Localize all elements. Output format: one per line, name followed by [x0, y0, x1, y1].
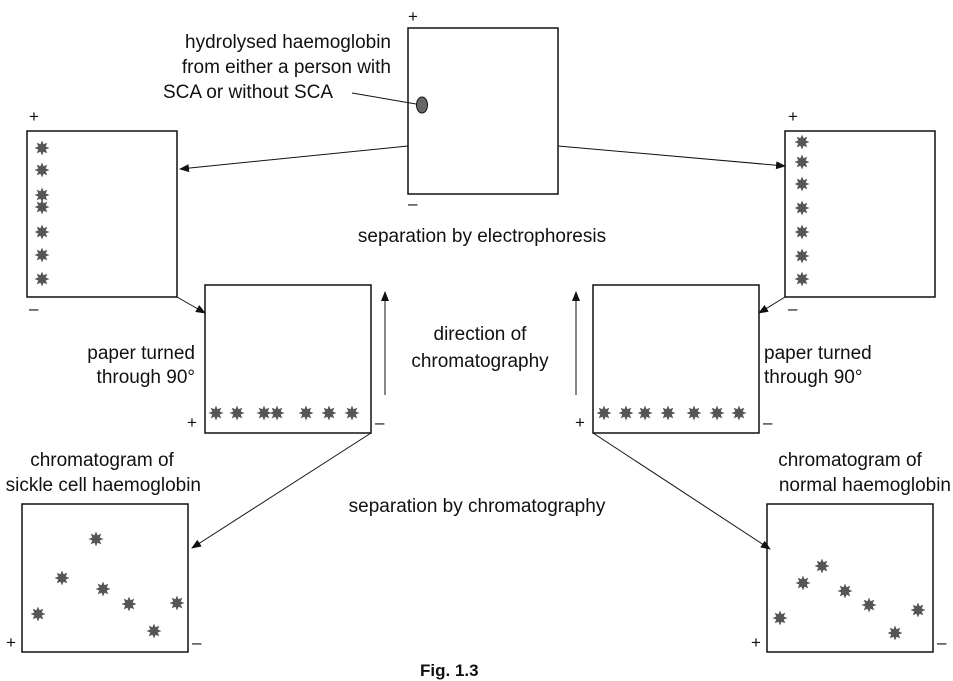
left-turned-spot-1 — [208, 405, 224, 421]
normal-spot-5 — [861, 597, 877, 613]
plus-sign-right-turned: + — [575, 413, 585, 432]
arrow-to-left-electrophoresis — [179, 145, 409, 173]
arrow-to-right-turned — [758, 296, 786, 314]
plus-sign-right-electro: + — [788, 107, 798, 126]
sickle-chromatogram — [21, 503, 189, 653]
right-electro-spot-4 — [794, 200, 810, 216]
normal-spot-1 — [772, 610, 788, 626]
left-turned-spot-5 — [298, 405, 314, 421]
sample-label-line3: SCA or without SCA — [163, 82, 334, 103]
arrow-to-left-turned — [176, 296, 206, 314]
direction-label-line2: chromatography — [411, 351, 549, 372]
arrow-to-normal-chromatogram — [592, 432, 771, 550]
left-electro-spot-5 — [34, 224, 50, 240]
left-turned-spot-4 — [269, 405, 285, 421]
sample-label-line2: from either a person with — [181, 57, 391, 78]
arrow-to-right-electrophoresis — [557, 145, 786, 170]
right-turned-paper — [592, 284, 760, 434]
minus-sign-original: – — [408, 194, 418, 213]
right-paper-turned-line2: through 90° — [764, 367, 863, 388]
left-turned-spot-3 — [256, 405, 272, 421]
right-turned-spot-4 — [660, 405, 676, 421]
sickle-spot-5 — [121, 596, 137, 612]
plus-sign-original: + — [408, 7, 418, 26]
right-electro-spot-5 — [794, 224, 810, 240]
sample-pointer-line — [351, 92, 417, 105]
chromatography-label: separation by chromatography — [348, 496, 606, 517]
sickle-spot-4 — [95, 581, 111, 597]
right-electro-spot-7 — [794, 271, 810, 287]
right-electrophoresis-paper — [784, 130, 936, 298]
spots-layer — [30, 134, 926, 641]
left-electro-spot-7 — [34, 271, 50, 287]
right-electro-spot-1 — [794, 134, 810, 150]
arrow-to-sickle-chromatogram — [191, 432, 372, 549]
sickle-spot-7 — [169, 595, 185, 611]
left-electro-spot-3 — [34, 187, 50, 203]
right-paper-turned-line1: paper turned — [764, 343, 872, 364]
normal-spot-6 — [887, 625, 903, 641]
normal-spot-4 — [837, 583, 853, 599]
minus-sign-sickle: – — [192, 633, 202, 652]
left-electrophoresis-paper — [26, 130, 178, 298]
left-turned-spot-2 — [229, 405, 245, 421]
right-turned-spot-2 — [618, 405, 634, 421]
left-turned-spot-6 — [321, 405, 337, 421]
sickle-spot-3 — [88, 531, 104, 547]
right-turned-spot-3 — [637, 405, 653, 421]
normal-spot-7 — [910, 602, 926, 618]
sample-spot — [416, 96, 428, 114]
normal-spot-2 — [795, 575, 811, 591]
right-electro-spot-2 — [794, 154, 810, 170]
sickle-label-line1: chromatogram of — [30, 450, 174, 471]
left-paper-turned-line1: paper turned — [87, 343, 195, 364]
right-electro-spot-6 — [794, 248, 810, 264]
original-paper — [407, 27, 559, 195]
minus-sign-normal: – — [937, 633, 947, 652]
normal-label-line1: chromatogram of — [778, 450, 922, 471]
normal-spot-3 — [814, 558, 830, 574]
figure-caption: Fig. 1.3 — [420, 661, 479, 680]
right-turned-spot-1 — [596, 405, 612, 421]
right-turned-spot-5 — [686, 405, 702, 421]
minus-sign-left-electro: – — [29, 299, 39, 318]
minus-sign-left-turned: – — [375, 413, 385, 432]
left-electro-spot-6 — [34, 247, 50, 263]
electrophoresis-label: separation by electrophoresis — [357, 226, 607, 247]
left-turned-spot-7 — [344, 405, 360, 421]
plus-sign-left-turned: + — [187, 413, 197, 432]
plus-sign-left-electro: + — [29, 107, 39, 126]
right-electro-spot-3 — [794, 176, 810, 192]
minus-sign-right-turned: – — [763, 413, 773, 432]
plus-sign-sickle: + — [6, 633, 16, 652]
left-turned-paper — [204, 284, 372, 434]
left-electro-spot-2 — [34, 162, 50, 178]
plus-sign-normal: + — [751, 633, 761, 652]
minus-sign-right-electro: – — [788, 299, 798, 318]
left-electro-spot-1 — [34, 140, 50, 156]
sample-label-line1: hydrolysed haemoglobin — [185, 32, 391, 53]
sickle-spot-1 — [30, 606, 46, 622]
left-paper-turned-line2: through 90° — [96, 367, 195, 388]
left-electro-spot-4 — [34, 199, 50, 215]
direction-label-line1: direction of — [433, 324, 527, 345]
right-turned-spot-7 — [731, 405, 747, 421]
normal-chromatogram — [766, 503, 934, 653]
normal-label-line2: normal haemoglobin — [778, 475, 951, 496]
sickle-spot-2 — [54, 570, 70, 586]
sickle-spot-6 — [146, 623, 162, 639]
right-turned-spot-6 — [709, 405, 725, 421]
sickle-label-line2: sickle cell haemoglobin — [5, 475, 201, 496]
